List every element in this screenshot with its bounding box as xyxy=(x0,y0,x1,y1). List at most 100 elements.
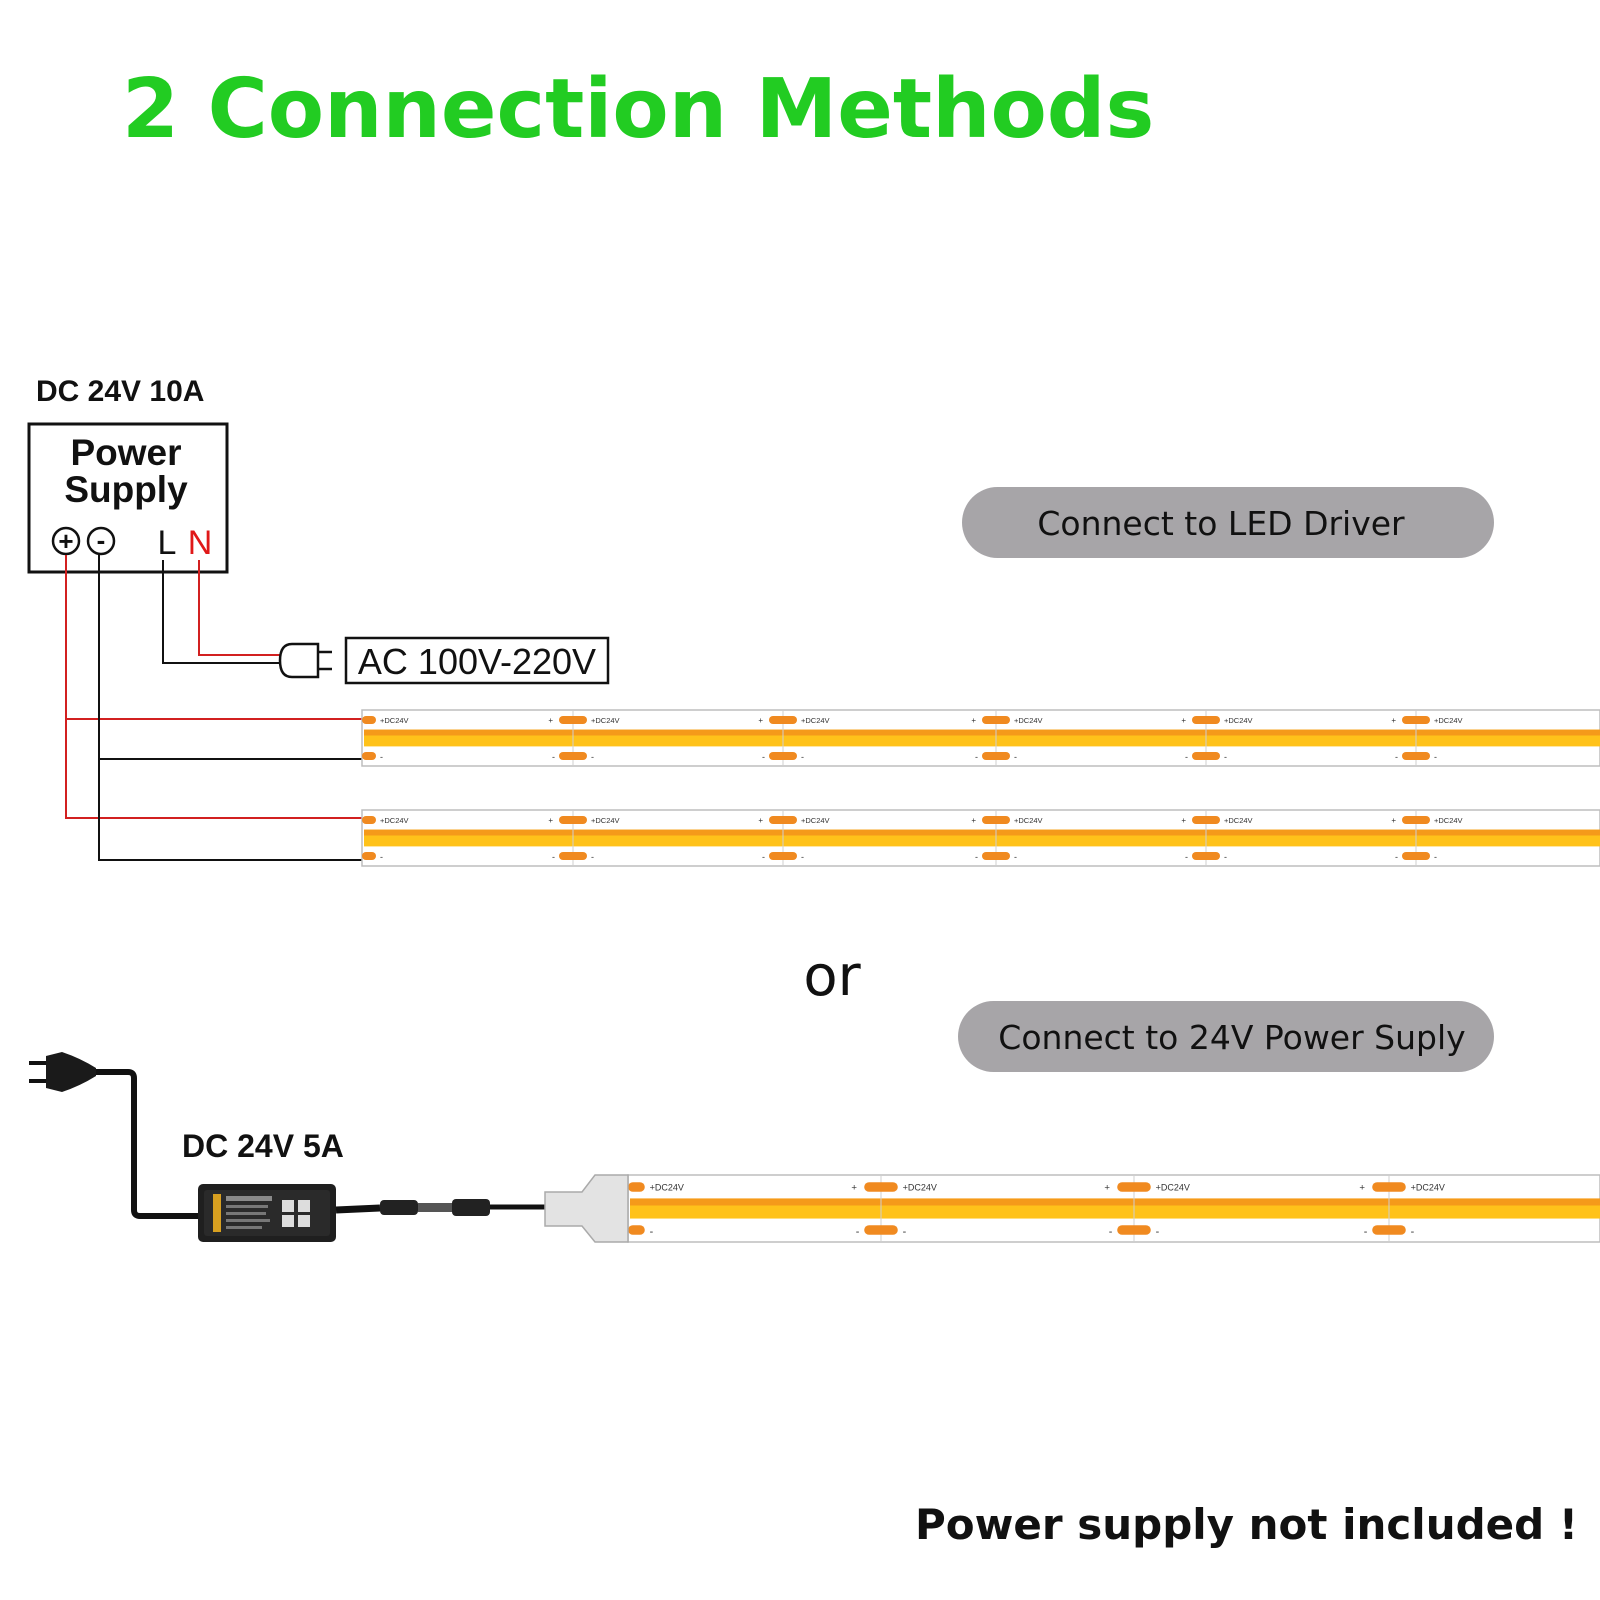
strip-minus-label: - xyxy=(903,1226,907,1238)
strip-negative-pad xyxy=(1117,1225,1151,1235)
eu-plug-icon xyxy=(29,1052,96,1092)
strip-minus-label: - xyxy=(552,752,555,762)
strip-plus-label: + xyxy=(851,1183,857,1194)
strip-minus-label: - xyxy=(1364,1226,1368,1238)
power-adapter-icon xyxy=(198,1184,336,1242)
or-separator: or xyxy=(803,944,861,1009)
led-driver-pill xyxy=(962,487,1494,558)
strip-minus-label: - xyxy=(650,1226,654,1238)
strip-dc24v-label: +DC24V xyxy=(380,716,409,725)
strip-positive-pad xyxy=(864,1182,898,1192)
strip-dc24v-label: +DC24V xyxy=(1411,1183,1445,1193)
strip-plus-label: + xyxy=(971,716,976,725)
strip-dc24v-label: +DC24V xyxy=(1224,816,1253,825)
negative-terminal-icon: - xyxy=(86,525,116,556)
strip-minus-label: - xyxy=(1434,852,1437,862)
strip-minus-label: - xyxy=(1224,852,1227,862)
strip-minus-label: - xyxy=(856,1226,860,1238)
wire-live xyxy=(162,560,282,664)
page-title: 2 Connection Methods xyxy=(122,62,1154,157)
strip-positive-pad xyxy=(982,716,1010,724)
strip-plus-label: + xyxy=(1359,1183,1365,1194)
strip-minus-label: - xyxy=(552,852,555,862)
strip-minus-label: - xyxy=(380,852,383,862)
strip-dc24v-label: +DC24V xyxy=(903,1183,937,1193)
strip-positive-pad xyxy=(769,716,797,724)
strip-negative-pad xyxy=(1192,752,1220,760)
strip-minus-label: - xyxy=(1185,752,1188,762)
strip-positive-pad xyxy=(1402,816,1430,824)
strip-minus-label: - xyxy=(1185,852,1188,862)
strip-positive-pad xyxy=(362,716,376,724)
strip-minus-label: - xyxy=(380,752,383,762)
strip-positive-pad xyxy=(1192,816,1220,824)
strip-plus-label: + xyxy=(971,816,976,825)
led-strips: +DC24V - + - +DC24V - + - +DC24V - + - +DC24V - + - +DC2… xyxy=(361,709,1600,1243)
strip-positive-pad xyxy=(769,816,797,824)
strip-minus-label: - xyxy=(1014,852,1017,862)
strip-negative-pad xyxy=(864,1225,898,1235)
strip-negative-pad xyxy=(1192,852,1220,860)
strip-minus-label: - xyxy=(762,852,765,862)
negative-terminal-label: - xyxy=(97,525,106,555)
strip-dc24v-label: +DC24V xyxy=(380,816,409,825)
terminal-l-label: L xyxy=(158,524,177,562)
strip-dc24v-label: +DC24V xyxy=(1156,1183,1190,1193)
strip-dc24v-label: +DC24V xyxy=(591,716,620,725)
strip-dc24v-label: +DC24V xyxy=(1014,716,1043,725)
led-strip-light-band-top xyxy=(364,729,1600,736)
strip-minus-label: - xyxy=(591,752,594,762)
strip-dc24v-label: +DC24V xyxy=(1224,716,1253,725)
power-supply-box xyxy=(27,422,229,574)
strip-dc24v-label: +DC24V xyxy=(591,816,620,825)
strip-negative-pad xyxy=(628,1225,645,1235)
strip-minus-label: - xyxy=(1395,852,1398,862)
ac-cable xyxy=(96,1069,202,1219)
strip-dc24v-label: +DC24V xyxy=(650,1183,684,1193)
strip-minus-label: - xyxy=(1395,752,1398,762)
strip-negative-pad xyxy=(769,752,797,760)
strip-plus-label: + xyxy=(548,816,553,825)
strip-plus-label: + xyxy=(1391,716,1396,725)
strip-negative-pad xyxy=(362,852,376,860)
strip-positive-pad xyxy=(1402,716,1430,724)
strip-positive-pad xyxy=(559,816,587,824)
strip-plus-label: + xyxy=(1104,1183,1110,1194)
strip-plus-label: + xyxy=(758,816,763,825)
strip-positive-pad xyxy=(1117,1182,1151,1192)
strip-negative-pad xyxy=(982,752,1010,760)
strip-minus-label: - xyxy=(762,752,765,762)
strip-minus-label: - xyxy=(1156,1226,1160,1238)
wire-positive-strip2 xyxy=(65,555,362,819)
strip-negative-pad xyxy=(1402,752,1430,760)
strip-minus-label: - xyxy=(1434,752,1437,762)
strip-minus-label: - xyxy=(975,852,978,862)
led-strip-light-band-top xyxy=(364,829,1600,836)
strip-negative-pad xyxy=(982,852,1010,860)
strip-end-connector xyxy=(544,1174,629,1243)
ac-voltage-box xyxy=(344,636,610,685)
strip-positive-pad xyxy=(362,816,376,824)
strip-dc24v-label: +DC24V xyxy=(1434,716,1463,725)
wire-neutral xyxy=(198,560,282,656)
psu-rating-label: DC 24V 10A xyxy=(36,375,204,408)
wire-negative-strip2 xyxy=(98,555,362,861)
strip-plus-label: + xyxy=(548,716,553,725)
power-supply-label-line2: Supply xyxy=(64,469,188,510)
dc-cable xyxy=(335,1204,381,1214)
strip-minus-label: - xyxy=(591,852,594,862)
strip-dc24v-label: +DC24V xyxy=(1014,816,1043,825)
strip-positive-pad xyxy=(1192,716,1220,724)
strip-negative-pad xyxy=(1372,1225,1406,1235)
power-supply-pill xyxy=(958,1001,1494,1072)
terminal-n-label: N xyxy=(188,524,213,562)
strip-minus-label: - xyxy=(975,752,978,762)
led-driver-pill-label: Connect to LED Driver xyxy=(1037,504,1405,543)
strip-minus-label: - xyxy=(1109,1226,1113,1238)
strip-positive-pad xyxy=(628,1182,645,1192)
dc-connector-icon xyxy=(380,1199,545,1216)
strip-negative-pad xyxy=(1402,852,1430,860)
strip-plus-label: + xyxy=(1181,816,1186,825)
positive-terminal-label: + xyxy=(58,526,73,556)
